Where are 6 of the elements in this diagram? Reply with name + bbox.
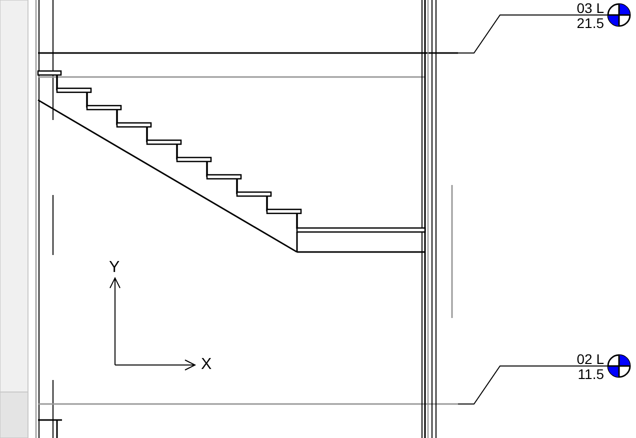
- level-elevation: 11.5: [578, 367, 604, 381]
- level-name: 02 L: [576, 352, 604, 366]
- level-name: 03 L: [576, 1, 604, 15]
- level-elevation: 21.5: [576, 16, 604, 30]
- axis-label: Y: [109, 261, 120, 275]
- axis-label: X: [201, 358, 212, 372]
